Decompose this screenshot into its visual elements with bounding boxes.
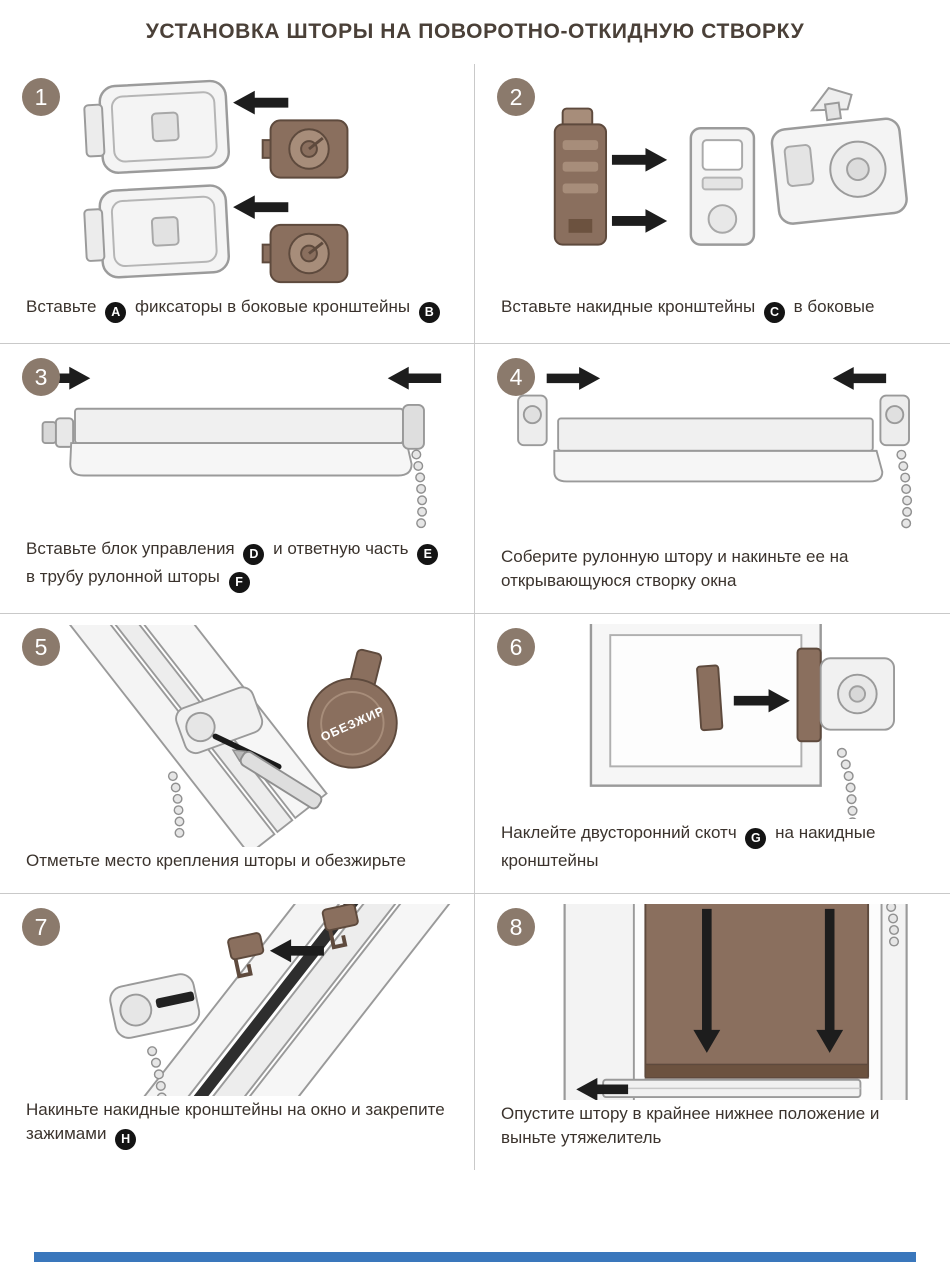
step-8-illustration bbox=[497, 904, 932, 1101]
arrow-left-icon bbox=[233, 91, 289, 115]
step-2: 2 bbox=[475, 64, 950, 344]
step-2-illustration bbox=[497, 74, 932, 293]
step-2-caption: Вставьте накидные кронштейны C в боковые bbox=[501, 295, 928, 323]
arrow-right-icon bbox=[546, 367, 601, 391]
step-5: 5 bbox=[0, 614, 475, 894]
bead-chain bbox=[167, 770, 185, 838]
step-6-illustration bbox=[497, 624, 932, 819]
letter-badge-B: B bbox=[418, 302, 440, 323]
roller-tube bbox=[74, 407, 404, 444]
step-8-caption: Опустите штору в крайнее нижнее положени… bbox=[501, 1104, 880, 1148]
middle-bracket bbox=[689, 127, 756, 247]
fixator-bottom bbox=[261, 224, 349, 284]
step-1-number-badge: 1 bbox=[22, 78, 60, 116]
step-7-caption: Накиньте накидные кронштейны на окно и з… bbox=[26, 1098, 452, 1150]
arrow-right-icon bbox=[733, 689, 790, 713]
side-bracket-top bbox=[83, 80, 230, 175]
footer-accent-bar bbox=[34, 1252, 916, 1262]
letter-badge-G: G bbox=[745, 828, 767, 850]
valance bbox=[553, 450, 884, 483]
overlay-bracket-brown bbox=[553, 107, 608, 246]
step-7-number-badge: 7 bbox=[22, 908, 60, 946]
left-bracket bbox=[517, 394, 548, 447]
roller-blind-fabric bbox=[644, 904, 870, 1078]
side-bracket-assembly bbox=[770, 87, 908, 226]
step-3-illustration bbox=[22, 354, 456, 535]
arrow-left-icon bbox=[832, 367, 887, 391]
valance bbox=[69, 441, 413, 477]
roller-end-unit bbox=[109, 973, 201, 1039]
arrow-right-icon bbox=[611, 209, 668, 234]
side-bracket-bottom bbox=[83, 184, 230, 279]
letter-badge-H: H bbox=[115, 1129, 137, 1150]
bead-chain bbox=[886, 904, 900, 947]
roller-end-unit bbox=[175, 685, 264, 754]
step-6-caption: Наклейте двусторонний скотч G на накидны… bbox=[501, 822, 876, 871]
step-2-number-badge: 2 bbox=[497, 78, 535, 116]
right-bracket bbox=[879, 394, 910, 447]
roller-tube bbox=[557, 417, 874, 453]
degreaser-bottle: ОБЕЗЖИР bbox=[307, 648, 398, 769]
steps-grid: 1 bbox=[0, 64, 950, 1170]
step-7-illustration bbox=[22, 904, 456, 1096]
arrow-down-icon bbox=[693, 909, 721, 1054]
fixator-top bbox=[261, 119, 349, 179]
window-frame bbox=[38, 624, 328, 847]
arrow-left-icon bbox=[576, 1078, 629, 1101]
step-6-number-badge: 6 bbox=[497, 628, 535, 666]
bead-chain bbox=[147, 1046, 167, 1096]
step-1-caption: Вставьте A фиксаторы в боковые кронштейн… bbox=[26, 295, 452, 323]
step-4-illustration bbox=[497, 354, 932, 543]
double-sided-tape bbox=[696, 665, 724, 732]
step-6: 6 bbox=[475, 614, 950, 894]
step-3-number-badge: 3 bbox=[22, 358, 60, 396]
letter-badge-E: E bbox=[417, 543, 439, 565]
step-5-number-badge: 5 bbox=[22, 628, 60, 666]
blind-bottom-bar bbox=[644, 1063, 869, 1079]
arrow-left-icon bbox=[269, 939, 324, 963]
step-4: 4 bbox=[475, 344, 950, 614]
overlay-bracket-with-roller bbox=[796, 648, 895, 743]
step-8-number-badge: 8 bbox=[497, 908, 535, 946]
letter-badge-D: D bbox=[243, 543, 265, 565]
step-1: 1 bbox=[0, 64, 475, 344]
step-1-illustration bbox=[22, 74, 456, 293]
arrow-left-icon bbox=[233, 195, 289, 220]
bead-chain bbox=[896, 449, 913, 529]
step-7: 7 bbox=[0, 894, 475, 1170]
arrow-right-icon bbox=[611, 148, 668, 173]
arrow-left-icon bbox=[387, 366, 442, 390]
step-8: 8 Оп bbox=[475, 894, 950, 1170]
letter-badge-A: A bbox=[105, 302, 127, 323]
arrow-right-icon bbox=[36, 366, 91, 390]
step-5-illustration: ОБЕЗЖИР bbox=[22, 624, 456, 847]
step-5-caption: Отметьте место крепления шторы и обезжир… bbox=[26, 851, 406, 871]
step-3: 3 bbox=[0, 344, 475, 614]
clamp-2 bbox=[321, 904, 359, 950]
step-3-caption: Вставьте блок управления D и ответную ча… bbox=[26, 537, 452, 593]
arrow-down-icon bbox=[816, 909, 844, 1054]
letter-badge-F: F bbox=[228, 572, 250, 593]
page-title: УСТАНОВКА ШТОРЫ НА ПОВОРОТНО-ОТКИДНУЮ СТ… bbox=[145, 20, 805, 43]
step-4-number-badge: 4 bbox=[497, 358, 535, 396]
step-4-caption: Соберите рулонную штору и накиньте ее на… bbox=[501, 547, 849, 591]
letter-badge-C: C bbox=[763, 302, 785, 323]
clamp-1 bbox=[227, 932, 265, 979]
control-unit bbox=[402, 403, 425, 450]
control-end-plug bbox=[41, 417, 75, 448]
bead-chain bbox=[836, 748, 858, 819]
bead-chain bbox=[411, 449, 428, 528]
marker-pen bbox=[231, 748, 323, 809]
